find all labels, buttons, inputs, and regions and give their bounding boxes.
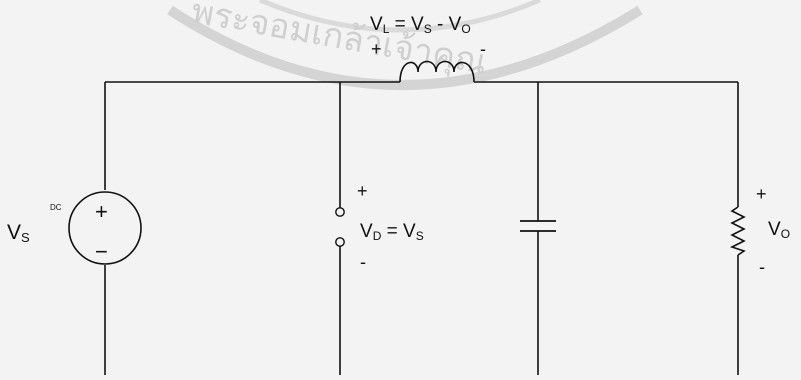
inductor-icon <box>399 60 475 83</box>
resistor-icon <box>729 206 746 256</box>
diode-terminals: + - VD = VS <box>335 181 424 272</box>
watermark-arc-inner <box>259 0 541 33</box>
watermark-seal: พระจอมเกล้าเจ้าคุณ <box>167 0 643 90</box>
output-voltage-label: VO <box>768 219 790 241</box>
inductor-plus-sign: + <box>371 39 382 59</box>
source-voltage-label: VS <box>7 221 30 245</box>
diode-voltage-label: VD = VS <box>360 221 424 243</box>
watermark-arc-outer <box>167 5 643 90</box>
dc-source-icon <box>68 191 142 265</box>
source-minus-sign: − <box>95 239 108 264</box>
source-plus-sign: + <box>95 199 108 224</box>
diode-minus-sign: - <box>360 252 366 272</box>
output-plus-sign: + <box>756 184 767 204</box>
dc-source: + − DC VS <box>7 191 142 265</box>
terminal-bottom-icon <box>335 237 345 247</box>
output-minus-sign: - <box>759 257 765 277</box>
capacitor-icon <box>520 220 556 232</box>
wires <box>104 81 739 375</box>
inductor-voltage-label: VL = VS - VO <box>370 14 471 36</box>
inductor-minus-sign: - <box>480 39 486 59</box>
source-type-label: DC <box>50 203 62 212</box>
terminal-top-icon <box>335 207 345 217</box>
diode-plus-sign: + <box>357 181 368 201</box>
